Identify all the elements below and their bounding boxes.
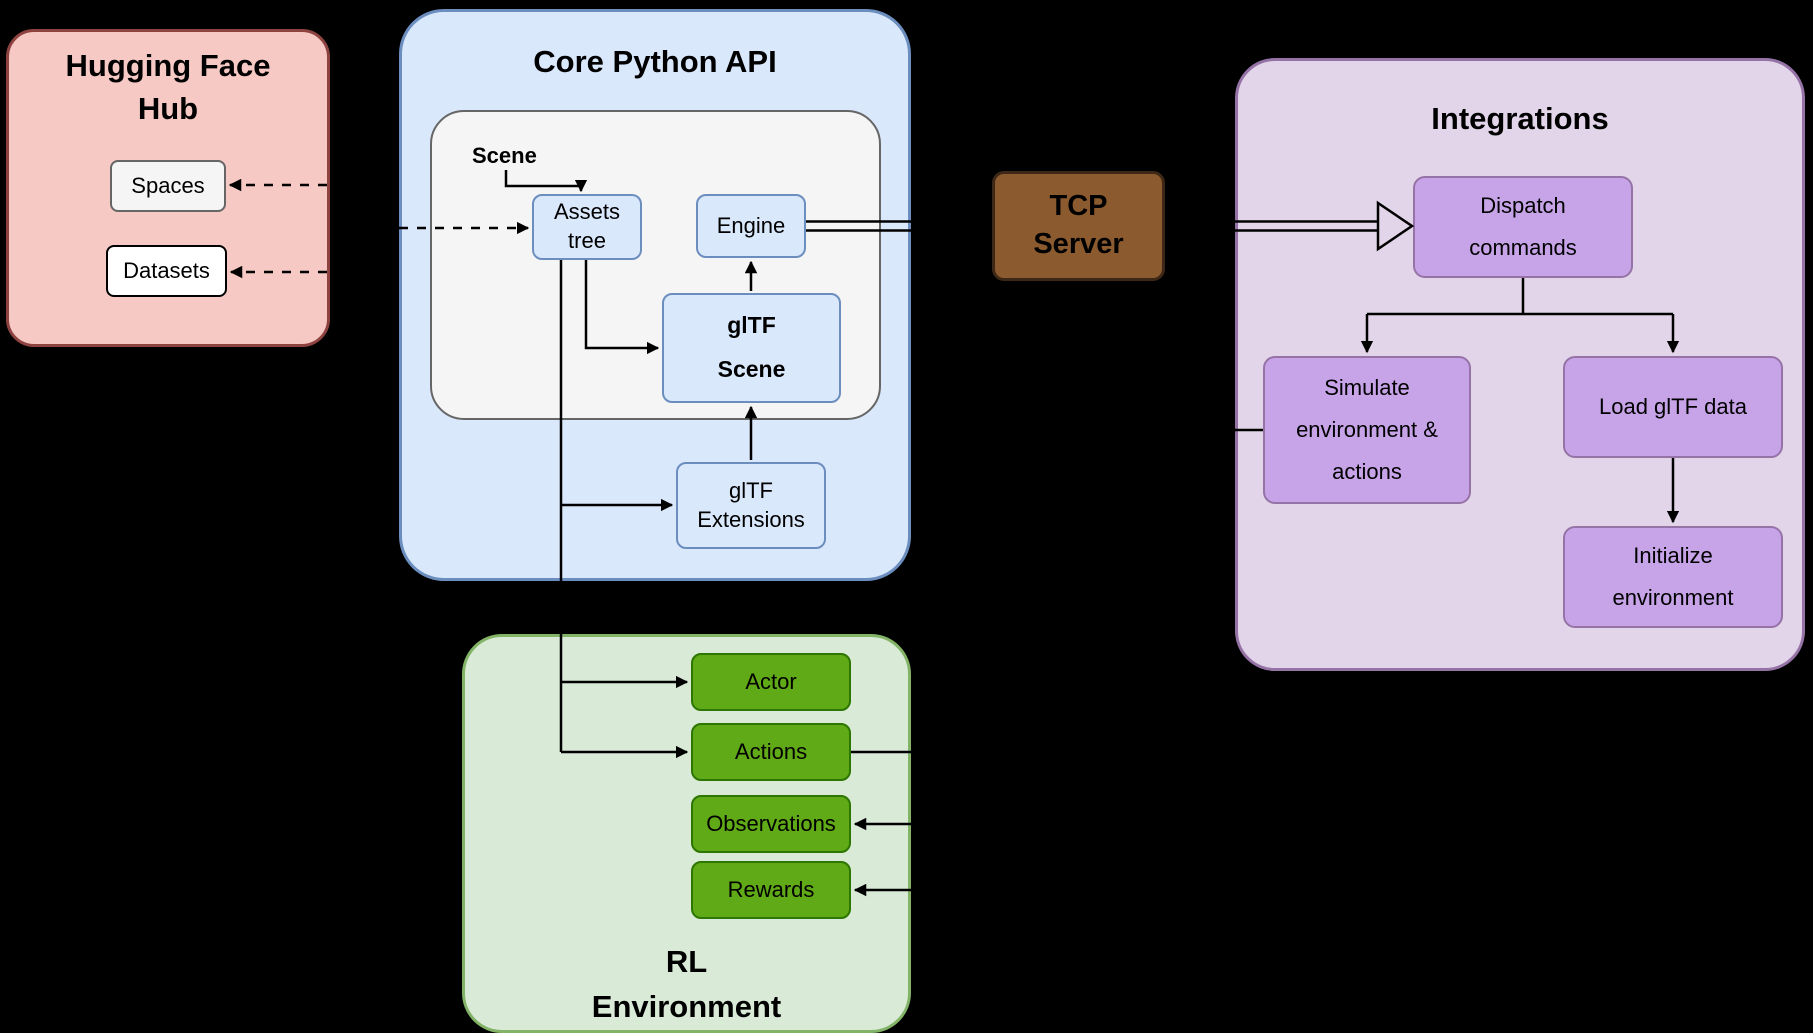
rewards-node: Rewards xyxy=(691,861,851,919)
initialize-environment-label: Initialize environment xyxy=(1612,543,1734,610)
load-gltf-data-label: Load glTF data xyxy=(1599,394,1747,420)
load-gltf-data-node: Load glTF data xyxy=(1563,356,1783,458)
observations-label: Observations xyxy=(706,811,836,836)
observations-node: Observations xyxy=(691,795,851,853)
scene-label: Scene xyxy=(472,143,537,168)
dispatch-commands-label: Dispatch commands xyxy=(1469,193,1577,260)
datasets-label: Datasets xyxy=(123,258,210,283)
rl-environment-title: RL Environment xyxy=(462,940,911,1030)
actor-label: Actor xyxy=(745,669,797,694)
datasets-node: Datasets xyxy=(106,245,227,297)
actor-node: Actor xyxy=(691,653,851,711)
simulate-environment-label: Simulate environment & actions xyxy=(1296,375,1438,484)
hugging-face-hub-title: Hugging Face Hub xyxy=(65,48,271,126)
gltf-extensions-node: glTF Extensions xyxy=(676,462,826,549)
initialize-environment-node: Initialize environment xyxy=(1563,526,1783,628)
tcp-server-node: TCP Server xyxy=(992,171,1165,281)
engine-node: Engine xyxy=(696,194,806,258)
assets-tree-label: Assets tree xyxy=(553,199,621,253)
simulate-environment-node: Simulate environment & actions xyxy=(1263,356,1471,504)
rl-environment-title-text: RL Environment xyxy=(591,944,782,1024)
integrations-title: Integrations xyxy=(1431,101,1609,136)
gltf-extensions-label: glTF Extensions xyxy=(697,477,805,532)
core-python-api-title: Core Python API xyxy=(533,44,777,79)
assets-tree-node: Assets tree xyxy=(532,194,642,260)
dispatch-commands-node: Dispatch commands xyxy=(1413,176,1633,278)
actions-node: Actions xyxy=(691,723,851,781)
gltf-scene-node: glTF Scene xyxy=(662,293,841,403)
spaces-label: Spaces xyxy=(131,173,205,198)
spaces-node: Spaces xyxy=(110,160,226,212)
engine-label: Engine xyxy=(716,212,786,238)
rewards-label: Rewards xyxy=(727,877,815,902)
actions-label: Actions xyxy=(734,739,808,764)
gltf-scene-label: glTF Scene xyxy=(717,312,786,382)
tcp-server-label: TCP Server xyxy=(1033,190,1124,260)
